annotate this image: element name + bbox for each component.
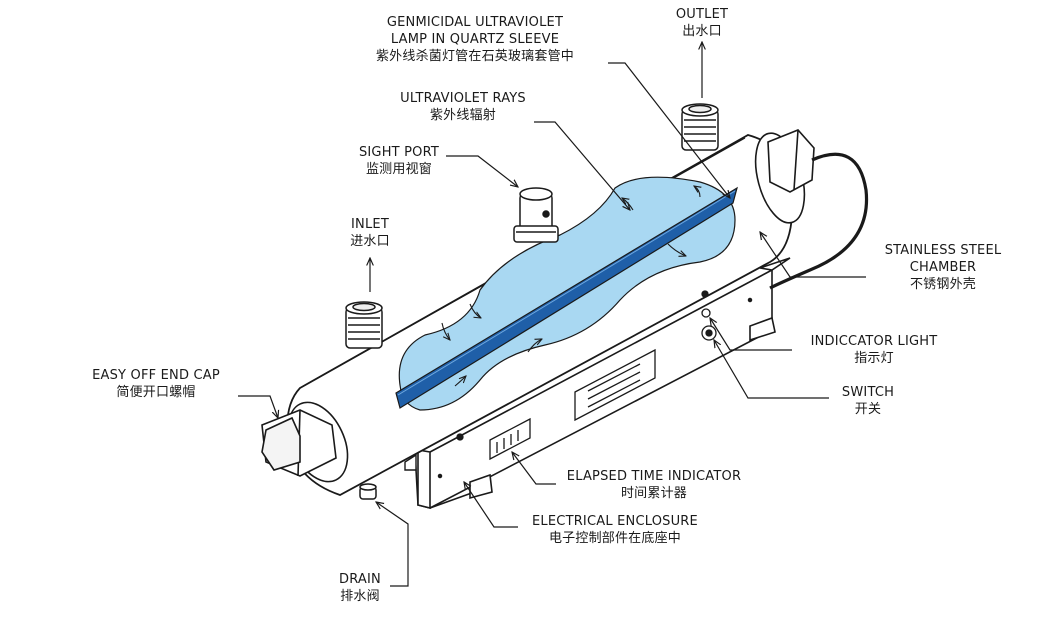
switch-zh: 开关 bbox=[854, 402, 882, 417]
indicator-zh: 指示灯 bbox=[854, 351, 894, 366]
chamber-en-line1: STAINLESS STEEL bbox=[884, 243, 1002, 258]
label-sight-port: SIGHT PORT 监测用视窗 bbox=[352, 144, 446, 178]
outlet-en: OUTLET bbox=[675, 7, 729, 22]
label-inlet: INLET 进水口 bbox=[338, 216, 402, 250]
inlet-zh: 进水口 bbox=[350, 234, 390, 249]
label-uv-lamp: GENMICIDAL ULTRAVIOLET LAMP IN QUARTZ SL… bbox=[340, 14, 610, 65]
power-cable bbox=[769, 152, 869, 290]
rays-zh: 紫外线辐射 bbox=[429, 108, 496, 123]
callout-lines bbox=[238, 42, 866, 587]
uv-ray-arrows bbox=[441, 186, 700, 387]
drain-valve bbox=[359, 483, 377, 500]
chamber-zh: 不锈钢外壳 bbox=[909, 277, 976, 292]
indicator-en: INDICCATOR LIGHT bbox=[810, 334, 938, 349]
label-end-cap: EASY OFF END CAP 简便开口螺帽 bbox=[76, 367, 236, 401]
label-uv-rays: ULTRAVIOLET RAYS 紫外线辐射 bbox=[388, 90, 538, 124]
lamp-zh: 紫外线杀菌灯管在石英玻璃套管中 bbox=[375, 49, 574, 64]
right-end-fitting bbox=[754, 129, 815, 224]
switch-en: SWITCH bbox=[841, 385, 895, 400]
endcap-zh: 简便开口螺帽 bbox=[116, 385, 196, 400]
sight-port bbox=[513, 187, 559, 243]
indicator-and-switch bbox=[437, 290, 753, 479]
label-electrical-enclosure: ELECTRICAL ENCLOSURE 电子控制部件在底座中 bbox=[520, 513, 710, 547]
outlet-fitting bbox=[681, 103, 719, 151]
outlet-zh: 出水口 bbox=[682, 24, 722, 39]
elapsed-zh: 时间累计器 bbox=[620, 486, 687, 501]
lamp-en-line1: GENMICIDAL ULTRAVIOLET bbox=[386, 15, 564, 30]
drain-en: DRAIN bbox=[339, 572, 381, 587]
elapsed-time-display bbox=[489, 417, 531, 461]
label-outlet: OUTLET 出水口 bbox=[664, 6, 740, 40]
enclosure-en: ELECTRICAL ENCLOSURE bbox=[532, 514, 698, 529]
label-indicator-light: INDICCATOR LIGHT 指示灯 bbox=[794, 333, 954, 367]
label-elapsed-time: ELAPSED TIME INDICATOR 时间累计器 bbox=[556, 468, 752, 502]
sight-en: SIGHT PORT bbox=[358, 145, 440, 160]
label-switch: SWITCH 开关 bbox=[830, 384, 906, 418]
endcap-en: EASY OFF END CAP bbox=[92, 368, 220, 383]
end-cap bbox=[261, 401, 349, 483]
inlet-en: INLET bbox=[351, 217, 389, 232]
vent-slots bbox=[574, 348, 656, 422]
rays-en: ULTRAVIOLET RAYS bbox=[400, 91, 526, 106]
uv-lamp bbox=[395, 186, 738, 409]
label-chamber: STAINLESS STEEL CHAMBER 不锈钢外壳 bbox=[868, 242, 1018, 293]
lamp-en-line2: LAMP IN QUARTZ SLEEVE bbox=[390, 32, 560, 47]
enclosure-zh: 电子控制部件在底座中 bbox=[548, 531, 681, 546]
label-drain: DRAIN 排水阀 bbox=[330, 571, 390, 605]
drain-zh: 排水阀 bbox=[340, 589, 380, 604]
sight-zh: 监测用视窗 bbox=[365, 162, 432, 177]
chamber-en-line2: CHAMBER bbox=[909, 260, 977, 275]
elapsed-en: ELAPSED TIME INDICATOR bbox=[566, 469, 742, 484]
inlet-fitting bbox=[345, 301, 383, 349]
